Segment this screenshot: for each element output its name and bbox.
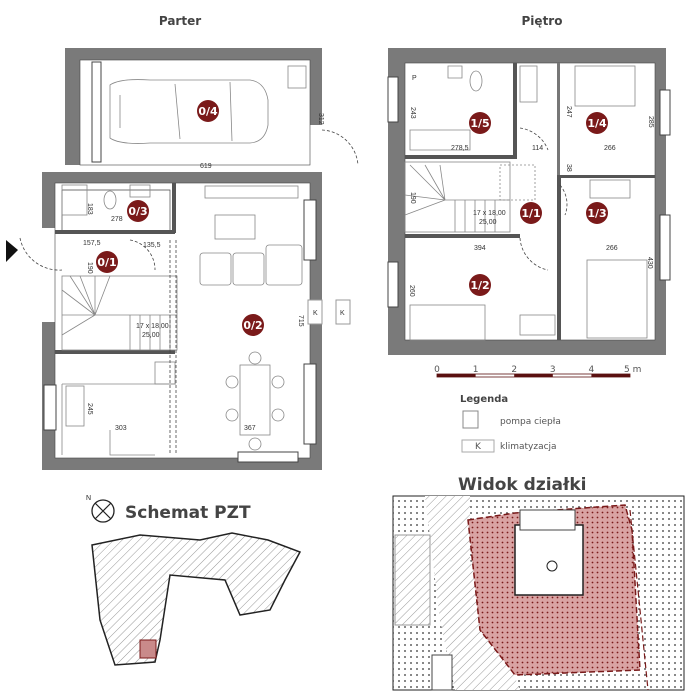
ac-marker: K bbox=[340, 310, 345, 317]
svg-text:0/3: 0/3 bbox=[128, 205, 147, 218]
legend: Legenda pompa ciepła K klimatyzacja bbox=[460, 394, 561, 453]
svg-text:0/1: 0/1 bbox=[97, 256, 116, 269]
plot-view-section: Widok działki bbox=[392, 475, 685, 691]
dim-label: 245 bbox=[86, 403, 93, 415]
heat-pump-icon bbox=[462, 410, 479, 429]
room-badge-1-4[interactable]: 1/4 bbox=[586, 112, 608, 134]
dim-label: 183 bbox=[86, 203, 93, 215]
room-badge-0-3[interactable]: 0/3 bbox=[127, 200, 149, 222]
scale-bar: 0 1 2 3 4 5 m bbox=[434, 365, 641, 378]
dim-label: 243 bbox=[409, 107, 416, 119]
legend-heat-pump: pompa ciepła bbox=[500, 417, 561, 427]
room-badge-1-2[interactable]: 1/2 bbox=[469, 274, 491, 296]
room-badge-1-1[interactable]: 1/1 bbox=[520, 202, 542, 224]
room-badge-0-2[interactable]: 0/2 bbox=[242, 314, 264, 336]
ac-symbol: K bbox=[475, 442, 482, 452]
scale-tick: 4 bbox=[589, 365, 595, 375]
dim-label: 135,5 bbox=[143, 242, 161, 249]
svg-text:N: N bbox=[86, 495, 91, 502]
room-badge-1-3[interactable]: 1/3 bbox=[586, 202, 608, 224]
dim-label: 303 bbox=[115, 425, 127, 432]
legend-ac: klimatyzacja bbox=[500, 442, 557, 452]
ac-icon bbox=[461, 439, 495, 453]
dim-label: 285 bbox=[647, 116, 654, 128]
entrance-arrow-icon bbox=[6, 240, 18, 262]
stairs-label: 17 x 18,00 bbox=[136, 323, 169, 330]
scale-tick: 2 bbox=[511, 365, 517, 375]
dim-label: 278 bbox=[111, 216, 123, 223]
ac-marker: K bbox=[313, 310, 318, 317]
svg-text:1/4: 1/4 bbox=[587, 117, 607, 130]
dim-label: 114 bbox=[532, 145, 543, 152]
scale-tick: 1 bbox=[473, 365, 479, 375]
scale-tick: 3 bbox=[550, 365, 556, 375]
ground-floor-title: Parter bbox=[159, 14, 201, 28]
ground-floor-plan: 312 619 183 278 157,5 135,5 190 17 x 18,… bbox=[6, 48, 359, 470]
stairs-upper bbox=[404, 161, 511, 233]
dim-label: 430 bbox=[646, 257, 653, 269]
upper-floor-plan: P 243 278,5 114 266 247 285 38 190 17 x … bbox=[387, 48, 671, 355]
upper-floor-title: Piętro bbox=[522, 14, 563, 28]
dim-label: 394 bbox=[474, 245, 486, 252]
scale-tick: 5 m bbox=[624, 365, 641, 375]
room-badge-0-1[interactable]: 0/1 bbox=[96, 251, 118, 273]
car-icon bbox=[109, 79, 269, 144]
dim-label: 157,5 bbox=[83, 240, 101, 247]
dim-label: 619 bbox=[200, 163, 212, 170]
svg-text:1/1: 1/1 bbox=[521, 207, 540, 220]
dim-label: 266 bbox=[606, 245, 618, 252]
north-compass-icon: N bbox=[86, 495, 115, 523]
dim-label: 190 bbox=[86, 262, 93, 274]
dim-label: 715 bbox=[297, 315, 304, 327]
dim-label: 278,5 bbox=[451, 145, 469, 152]
svg-text:1/5: 1/5 bbox=[470, 117, 489, 130]
dim-label: 38 bbox=[565, 164, 572, 172]
legend-title: Legenda bbox=[460, 394, 508, 405]
svg-text:1/2: 1/2 bbox=[470, 279, 489, 292]
sofa-icon bbox=[199, 244, 303, 286]
room-badge-1-5[interactable]: 1/5 bbox=[469, 112, 491, 134]
pzt-map bbox=[91, 532, 302, 666]
room-badge-0-4[interactable]: 0/4 bbox=[197, 100, 219, 122]
pzt-title: Schemat PZT bbox=[125, 503, 251, 523]
dim-label: 247 bbox=[565, 106, 572, 118]
house-footprint bbox=[514, 524, 584, 596]
dim-label: 190 bbox=[409, 192, 416, 204]
dim-label: 260 bbox=[408, 285, 415, 297]
plot-title: Widok działki bbox=[458, 475, 586, 495]
dim-label: 266 bbox=[604, 145, 616, 152]
dim-label: 312 bbox=[317, 113, 324, 125]
stairs-label: 17 x 18,00 bbox=[473, 210, 506, 217]
dining-table-icon bbox=[225, 351, 285, 451]
svg-text:0/2: 0/2 bbox=[243, 319, 262, 332]
dim-label: 367 bbox=[244, 425, 256, 432]
scale-tick: 0 bbox=[434, 365, 440, 375]
pzt-section: N Schemat PZT bbox=[86, 495, 302, 666]
parking-marker: P bbox=[412, 75, 417, 82]
svg-text:1/3: 1/3 bbox=[587, 207, 606, 220]
stairs-label: 25,00 bbox=[142, 332, 160, 339]
stairs-label: 25,00 bbox=[479, 219, 497, 226]
svg-text:0/4: 0/4 bbox=[198, 105, 218, 118]
